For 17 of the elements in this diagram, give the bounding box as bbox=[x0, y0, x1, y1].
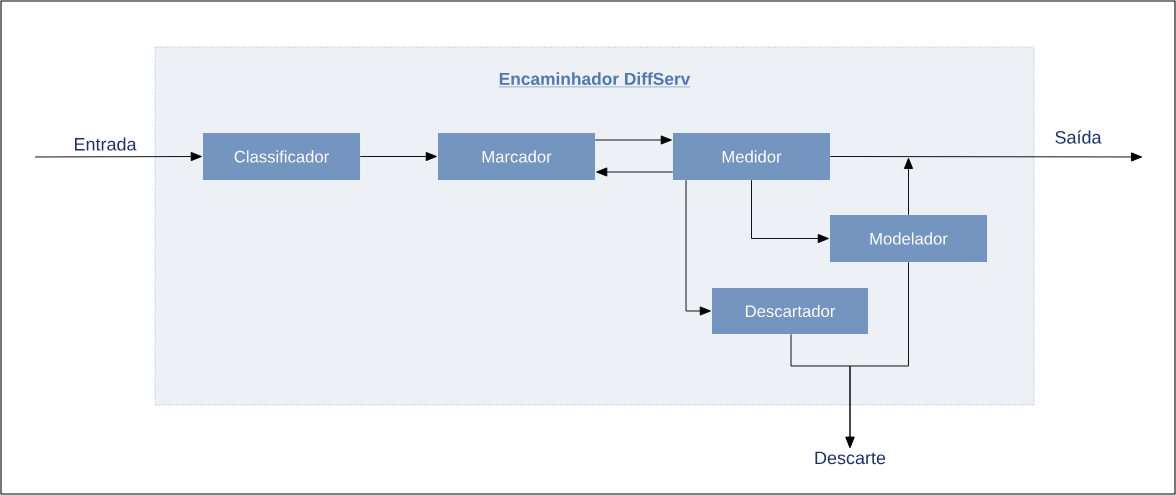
arrow bbox=[359, 151, 437, 162]
arrow bbox=[829, 152, 1143, 162]
arrow bbox=[751, 179, 829, 244]
arrow bbox=[685, 179, 711, 316]
process-box: Marcador bbox=[438, 133, 595, 180]
edge-label: Entrada bbox=[75, 137, 137, 151]
arrow bbox=[903, 157, 914, 216]
arrow bbox=[845, 261, 909, 448]
process-box: Modelador bbox=[830, 215, 987, 262]
arrow bbox=[596, 167, 674, 177]
process-box: Descartador bbox=[712, 288, 868, 334]
process-box: Medidor bbox=[673, 133, 830, 180]
arrow bbox=[34, 151, 202, 162]
process-box: Classificador bbox=[203, 133, 360, 180]
arrow bbox=[594, 135, 672, 145]
output-label: Descarte bbox=[815, 451, 886, 465]
edge-label: Saída bbox=[1055, 130, 1102, 144]
